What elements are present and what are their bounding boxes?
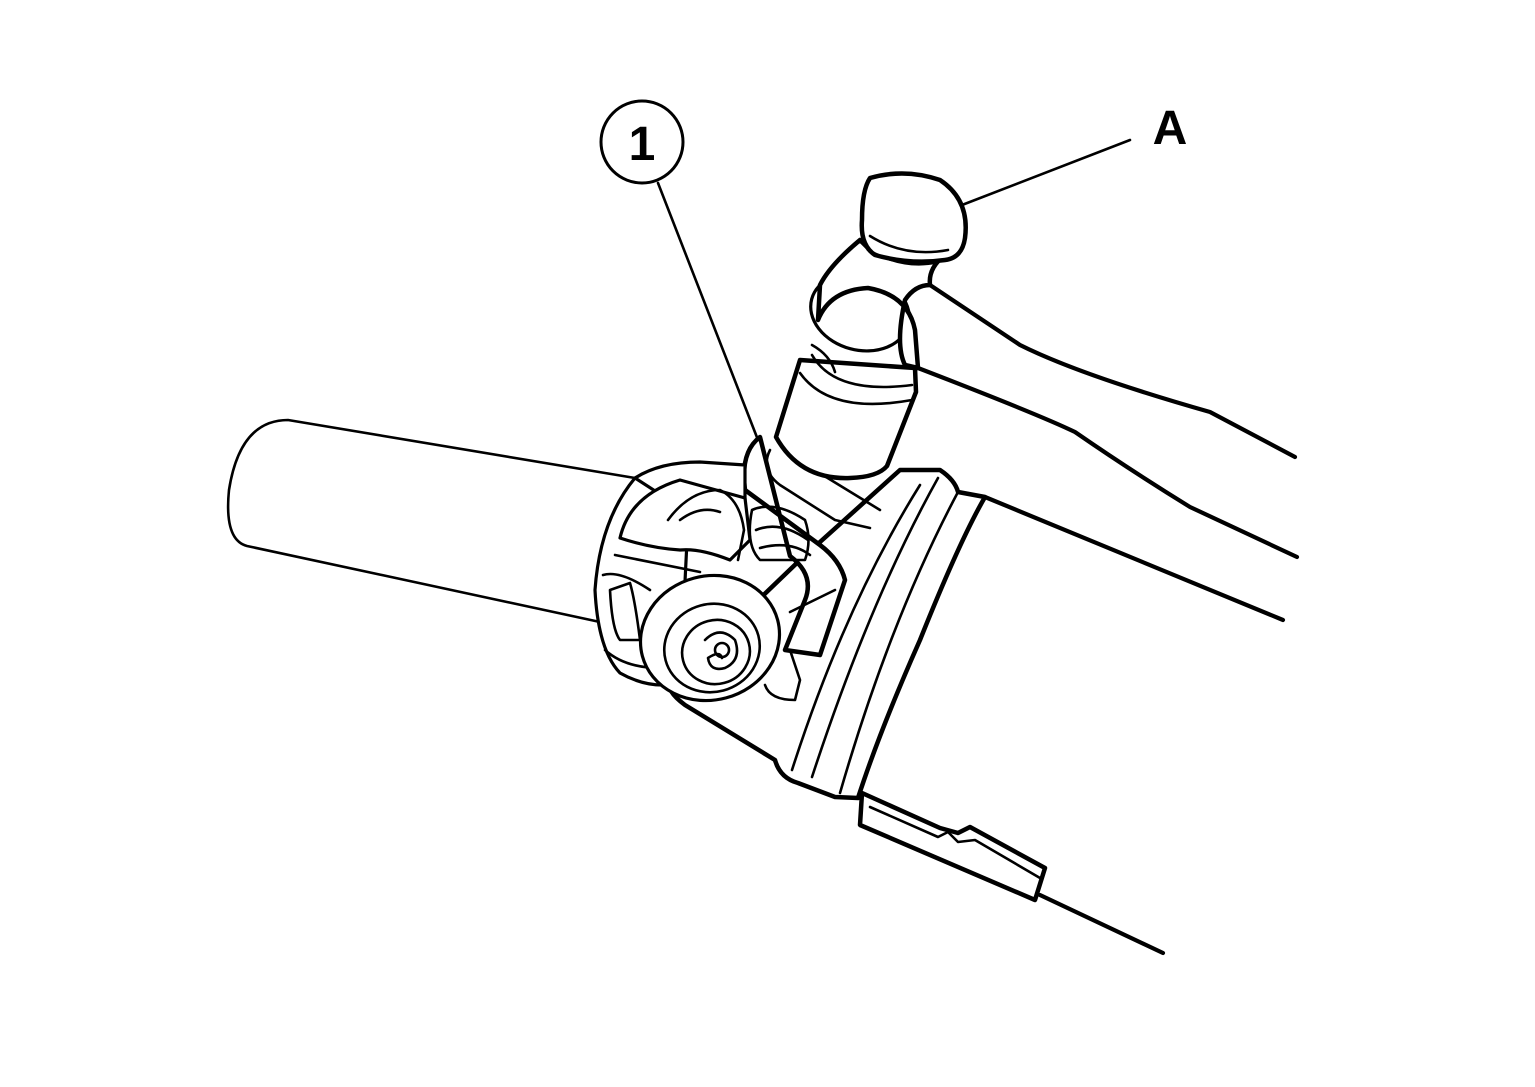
pin-head [638,573,782,703]
lower-rod [982,494,1286,623]
upper-ball-joint [815,171,968,371]
callout-part-1: 1 [599,99,760,442]
callout-1-circle [599,99,685,185]
lower-strap [763,588,837,702]
cable-connector [857,790,1166,956]
callout-a-leader [960,138,1132,207]
callout-a-label: A [1153,102,1188,155]
upper-rod [915,282,1300,560]
callout-1-leader [656,181,760,442]
callout-view-a: A [960,102,1188,207]
left-shaft [226,418,637,624]
callout-1-label: 1 [629,118,656,171]
